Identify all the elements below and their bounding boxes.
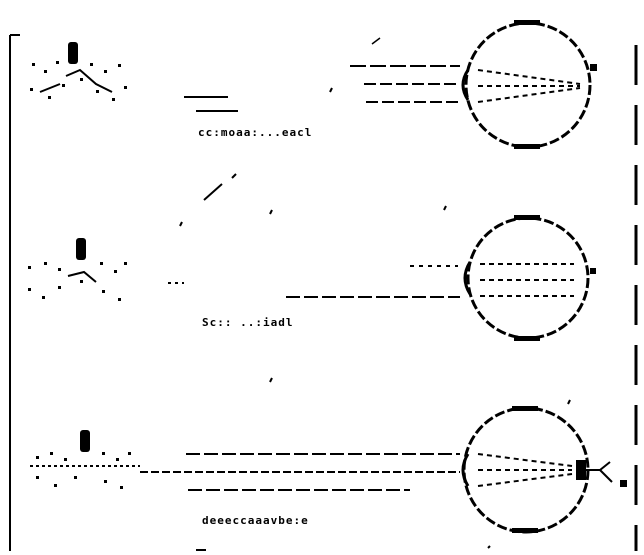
panel-3-eye	[461, 406, 627, 534]
panel-2-caption: Sc:: ..:iadl	[202, 316, 294, 329]
panel-1-rays	[184, 37, 460, 112]
panel-3-rays	[140, 453, 460, 491]
candle-flame-icon	[80, 430, 90, 452]
panel-2-eye	[463, 215, 596, 341]
panel-1-stray-marks	[179, 173, 447, 227]
panel-3-caption: deeeccaaavbe:e	[202, 514, 309, 527]
panel-2-source	[28, 238, 184, 301]
panel-1-source	[30, 42, 127, 101]
panel-1-caption: cc:moaa:...eacl	[198, 126, 313, 139]
candle-flame-icon	[76, 238, 86, 260]
panel-1-eye	[461, 20, 597, 149]
panel-2-rays	[286, 265, 460, 298]
candle-flame-icon	[68, 42, 78, 64]
panel-3-source	[30, 430, 140, 489]
